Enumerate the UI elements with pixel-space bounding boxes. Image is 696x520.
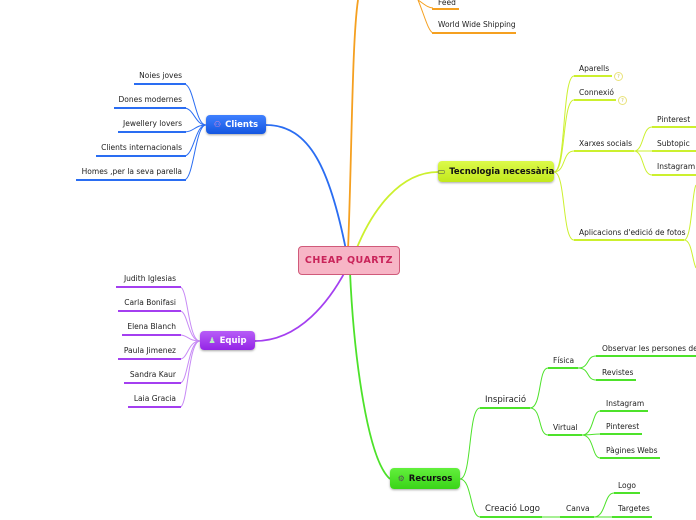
fisica-item-observar[interactable]: Observar les persones del <box>602 344 696 353</box>
tec-item-xarxes-socials[interactable]: Xarxes socials <box>579 139 633 148</box>
tecnologia-topic[interactable]: ▭ Tecnologia necessària <box>438 161 554 182</box>
computer-icon: ▭ <box>437 166 446 176</box>
feed-node[interactable]: Feed <box>438 0 456 7</box>
clients-topic[interactable]: ⚇ Clients <box>206 115 266 134</box>
question-icon: ? <box>614 72 623 81</box>
tecnologia-label: Tecnologia necessària <box>449 166 555 177</box>
clients-label: Clients <box>225 119 259 130</box>
recursos-creacio-logo[interactable]: Creació Logo <box>485 504 541 514</box>
gear-icon: ⚙ <box>397 473 405 483</box>
tec-item-aparells[interactable]: Aparells <box>579 64 610 73</box>
question-icon: ? <box>618 96 627 105</box>
recursos-topic[interactable]: ⚙ Recursos <box>390 468 460 489</box>
clients-item-jewellery-lovers[interactable]: Jewellery lovers <box>123 119 182 128</box>
virtual-item-pagines-webs[interactable]: Pàgines Webs <box>606 446 658 455</box>
central-topic[interactable]: CHEAP QUARTZ <box>298 246 400 275</box>
equip-member-sandra[interactable]: Sandra Kaur <box>129 370 176 379</box>
xarxes-item-instagram[interactable]: Instagram <box>657 162 696 171</box>
tec-item-connexio[interactable]: Connexió <box>579 88 614 97</box>
canva-item-targetes[interactable]: Targetes <box>618 504 650 513</box>
equip-member-judith[interactable]: Judith Iglesias <box>123 274 176 283</box>
equip-member-paula[interactable]: Paula Jimenez <box>123 346 176 355</box>
clients-item-homes[interactable]: Homes ,per la seva parella <box>81 167 182 176</box>
xarxes-item-pinterest[interactable]: Pinterest <box>657 115 691 124</box>
fisica-item-revistes[interactable]: Revistes <box>602 368 634 377</box>
equip-member-elena[interactable]: Elena Blanch <box>127 322 176 331</box>
inspiracio-fisica[interactable]: Física <box>553 356 575 365</box>
xarxes-item-subtopic[interactable]: Subtopic <box>657 139 690 148</box>
virtual-item-pinterest[interactable]: Pinterest <box>606 422 640 431</box>
world-wide-shipping-node[interactable]: World Wide Shipping <box>438 20 516 29</box>
virtual-item-instagram[interactable]: Instagram <box>606 399 645 408</box>
equip-member-carla[interactable]: Carla Bonifasi <box>124 298 176 307</box>
tec-item-aplicacions[interactable]: Aplicacions d'edició de fotos <box>579 228 686 237</box>
creacio-canva[interactable]: Canva <box>566 504 590 513</box>
clients-item-internacionals[interactable]: Clients internacionals <box>101 143 182 152</box>
clients-item-dones-modernes[interactable]: Dones modernes <box>118 95 182 104</box>
equip-label: Equip <box>219 335 247 346</box>
recursos-inspiracio[interactable]: Inspiració <box>485 395 527 405</box>
inspiracio-virtual[interactable]: Virtual <box>553 423 578 432</box>
person-icon: ♟ <box>208 335 216 345</box>
equip-member-laia[interactable]: Laia Gracia <box>133 394 176 403</box>
equip-topic[interactable]: ♟ Equip <box>200 331 255 350</box>
canva-item-logo[interactable]: Logo <box>618 481 636 490</box>
people-icon: ⚇ <box>213 119 222 129</box>
clients-item-noies-joves[interactable]: Noies joves <box>139 71 182 80</box>
recursos-label: Recursos <box>408 473 453 484</box>
